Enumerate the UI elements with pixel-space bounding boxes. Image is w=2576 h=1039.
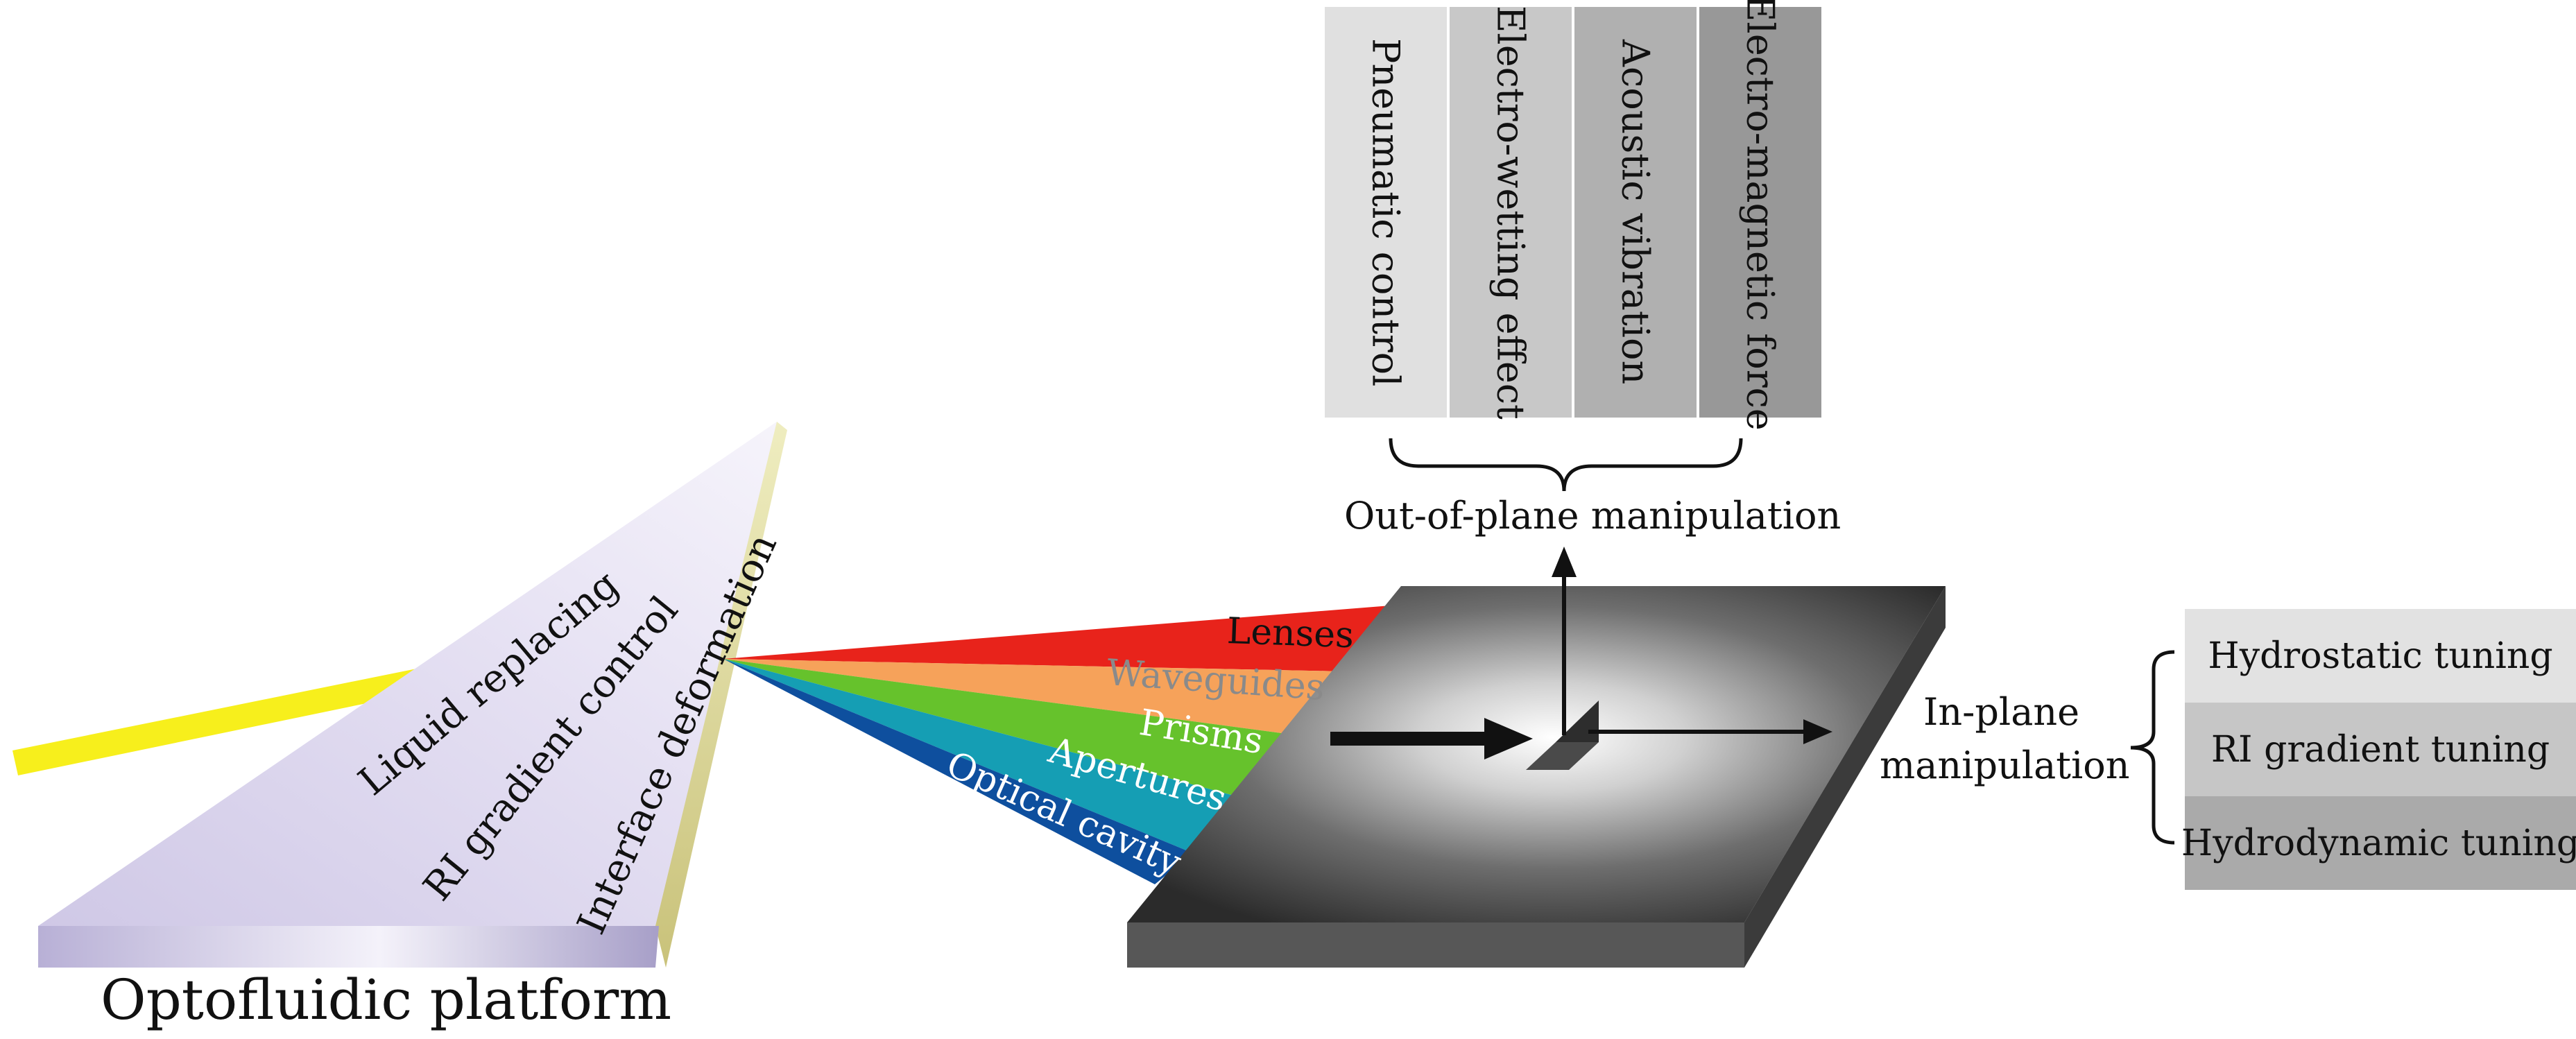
plate-front (1127, 922, 1744, 968)
outofplane-brace (1389, 438, 1743, 492)
sample-wall (1556, 701, 1599, 742)
spectrum-band-prisms (723, 659, 1297, 798)
prism-base (38, 926, 659, 968)
spectrum-fan (723, 606, 1391, 884)
tuning-box-hydrostatic: Hydrostatic tuning (2185, 609, 2576, 703)
inplane-label-line2: manipulation (1880, 744, 2130, 787)
prism-face (38, 422, 784, 926)
tuning-box-ri-gradient: RI gradient tuning (2185, 703, 2576, 796)
method-label-electromagnetic: Electro-magnetic force (1738, 0, 1783, 431)
spectrum-band-lenses (723, 606, 1391, 671)
method-label-acoustic: Acoustic vibration (1613, 40, 1658, 385)
outofplane-arrowhead (1552, 547, 1577, 577)
plate-side (1744, 586, 1946, 968)
outofplane-label: Out-of-plane manipulation (1344, 494, 1841, 538)
inplane-bracket (2130, 650, 2175, 845)
method-box-acoustic: Acoustic vibration (1574, 7, 1697, 418)
spectrum-band-waveguides (723, 659, 1346, 735)
inplane-label-line1: In-plane (1923, 690, 2080, 734)
platform-title: Optofluidic platform (101, 968, 672, 1032)
inplane-output-arrowhead (1803, 719, 1832, 744)
tuning-label-ri-gradient: RI gradient tuning (2210, 728, 2550, 771)
inplane-input-arrowhead (1484, 718, 1533, 759)
method-box-electromagnetic: Electro-magnetic force (1699, 0, 1821, 430)
method-label-pneumatic: Pneumatic control (1364, 37, 1408, 387)
spectrum-band-optical-cavity (723, 659, 1193, 884)
sample-block (1526, 742, 1599, 770)
tuning-box-hydrodynamic: Hydrodynamic tuning (2181, 796, 2576, 890)
method-label-electrowetting: Electro-wetting effect (1488, 5, 1533, 420)
output-label-lenses: Lenses (1226, 610, 1355, 657)
method-box-electrowetting: Electro-wetting effect (1450, 5, 1572, 420)
plate-top (1127, 586, 1946, 922)
tuning-label-hydrodynamic: Hydrodynamic tuning (2181, 822, 2576, 864)
prism-edge (655, 422, 787, 968)
tuning-label-hydrostatic: Hydrostatic tuning (2208, 635, 2553, 677)
spectrum-band-apertures (723, 659, 1242, 853)
method-box-pneumatic: Pneumatic control (1325, 7, 1447, 418)
